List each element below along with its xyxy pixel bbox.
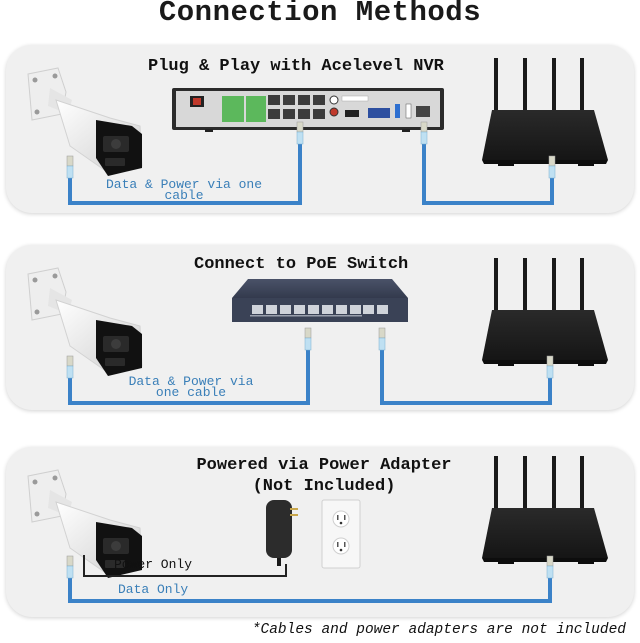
- panel-poe-title: Connect to PoE Switch: [194, 255, 409, 274]
- ethernet-cable-switch-router: [380, 350, 552, 405]
- rj45-plug-icon: [66, 155, 74, 179]
- cable-label-nvr-line1: Data & Power via one: [105, 177, 263, 192]
- ethernet-cable-camera-nvr: [68, 144, 302, 205]
- data-only-label: Data Only: [118, 582, 189, 597]
- wifi-router-icon: [482, 258, 608, 366]
- rj45-plug-icon: [546, 355, 554, 379]
- page-title: Connection Methods: [158, 0, 482, 29]
- panel-adapter-title-line1: Powered via Power Adapter: [196, 456, 452, 475]
- panel-nvr-title: Plug & Play with Acelevel NVR: [148, 57, 444, 76]
- cable-label-poe-line2: one cable: [155, 385, 227, 400]
- rj45-plug-icon: [420, 121, 428, 145]
- wall-outlet-icon: [321, 499, 361, 569]
- rj45-plug-icon: [66, 355, 74, 379]
- bullet-camera-icon: [27, 267, 143, 377]
- power-only-label: Power Only: [114, 557, 193, 572]
- wifi-router-icon: [482, 456, 608, 564]
- rj45-plug-icon: [546, 555, 554, 579]
- bullet-camera-icon: [27, 67, 143, 177]
- wifi-router-icon: [482, 58, 608, 166]
- panel-adapter-title-line2: (Not Included): [252, 477, 396, 496]
- ethernet-cable-camera-switch: [68, 350, 310, 405]
- rj45-plug-icon: [378, 327, 386, 351]
- rj45-plug-icon: [548, 155, 556, 179]
- power-cable: [83, 555, 287, 577]
- poe-switch-icon: [232, 279, 408, 322]
- cable-label-poe-line1: Data & Power via: [128, 374, 254, 389]
- rj45-plug-icon: [296, 121, 304, 145]
- ethernet-cable-camera-router: [68, 578, 552, 603]
- cable-label-nvr-line2: cable: [164, 188, 204, 203]
- power-adapter-icon: [266, 500, 298, 566]
- ethernet-cable-nvr-router: [422, 144, 554, 205]
- rj45-plug-icon: [304, 327, 312, 351]
- rj45-plug-icon: [66, 555, 74, 579]
- footnote: *Cables and power adapters are not inclu…: [251, 622, 626, 638]
- nvr-recorder-icon: [172, 88, 444, 132]
